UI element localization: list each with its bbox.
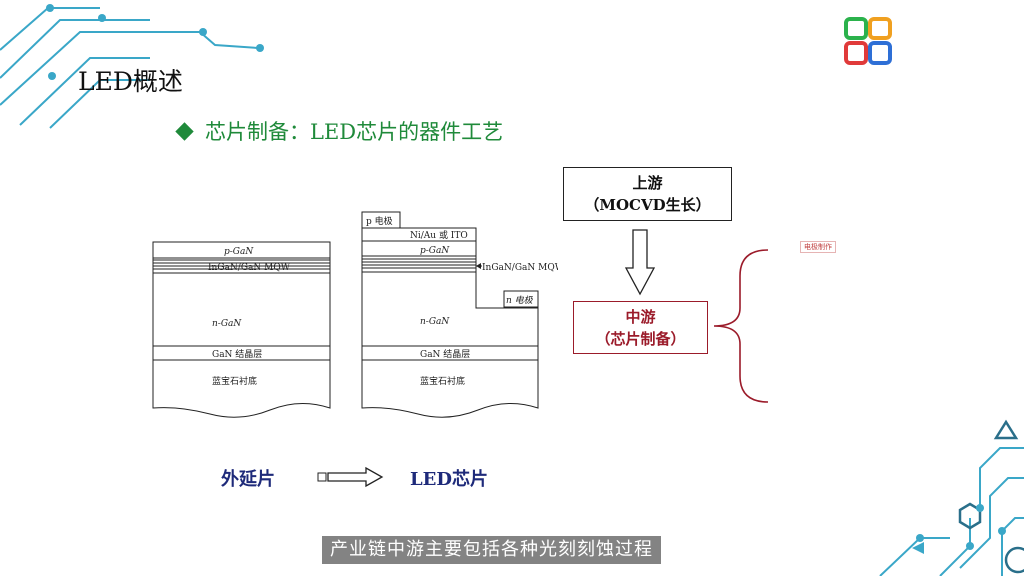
right-nucleation-label: GaN 结晶层 bbox=[420, 348, 470, 360]
bullet-heading: 芯片制备：LED芯片的器件工艺 bbox=[175, 116, 504, 146]
bullet-text: 芯片制备：LED芯片的器件工艺 bbox=[205, 120, 504, 144]
right-p-electrode-label: p 电极 bbox=[366, 215, 393, 227]
left-n-gan-label: n-GaN bbox=[212, 319, 242, 329]
logo-icon bbox=[844, 17, 892, 65]
midstream-subtitle: （芯片制备） bbox=[595, 329, 686, 348]
midstream-box: 中游 （芯片制备） bbox=[573, 301, 708, 354]
electrode-tag: 电极制作 bbox=[800, 241, 836, 253]
right-n-gan-label: n-GaN bbox=[420, 317, 450, 327]
circuit-decoration-top-left bbox=[0, 4, 264, 129]
right-mqw-label: InGaN/GaN MQW bbox=[482, 263, 558, 273]
upstream-box: 上游 （MOCVD生长） bbox=[563, 167, 732, 221]
upstream-title: 上游 bbox=[632, 174, 663, 192]
midstream-title: 中游 bbox=[625, 307, 656, 326]
left-substrate-label: 蓝宝石衬底 bbox=[212, 375, 257, 387]
right-p-gan-label: p-GaN bbox=[420, 246, 450, 256]
curly-brace-icon bbox=[713, 249, 769, 403]
video-subtitle: 产业链中游主要包括各种光刻刻蚀过程 bbox=[322, 536, 661, 564]
down-arrow-icon bbox=[624, 229, 656, 296]
slide-title: LED概述 bbox=[78, 67, 183, 96]
led-chip-diagram: p 电极 Ni/Au 或 ITO p-GaN InGaN/GaN MQW n 电… bbox=[361, 211, 558, 418]
right-contact-label: Ni/Au 或 ITO bbox=[410, 229, 468, 241]
left-nucleation-label: GaN 结晶层 bbox=[212, 348, 262, 360]
right-n-electrode-label: n 电极 bbox=[506, 295, 534, 306]
right-substrate-label: 蓝宝石衬底 bbox=[420, 375, 465, 387]
left-mqw-label: InGaN/GaN MQW bbox=[208, 263, 291, 273]
upstream-subtitle: （MOCVD生长） bbox=[584, 196, 711, 214]
caption-epitaxial-wafer: 外延片 bbox=[221, 469, 275, 490]
right-arrow-icon bbox=[317, 466, 384, 488]
left-p-gan-label: p-GaN bbox=[224, 247, 254, 257]
epitaxial-wafer-diagram: p-GaN InGaN/GaN MQW n-GaN GaN 结晶层 蓝宝石衬底 bbox=[152, 241, 331, 418]
caption-led-chip: LED芯片 bbox=[410, 469, 488, 490]
circuit-decoration-bottom-right bbox=[879, 419, 1024, 576]
diamond-bullet-icon bbox=[175, 121, 194, 141]
